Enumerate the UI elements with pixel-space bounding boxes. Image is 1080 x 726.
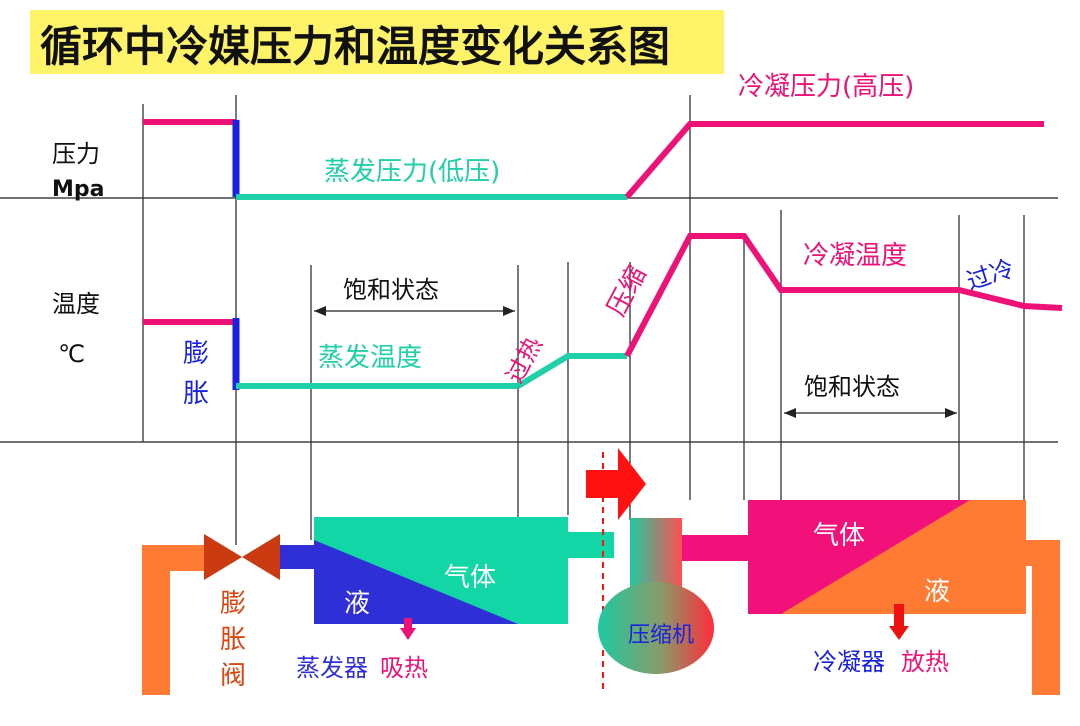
compression-condensing-temperature-line [624,233,1063,358]
evaporating-temperature-label: 蒸发温度 [318,343,422,373]
temperature-unit-label: ℃ [58,340,85,368]
expansion-label-2: 胀 [183,379,209,409]
pressure-axis-label: 压力 [52,140,100,168]
evaporator-gas-label: 气体 [444,563,496,593]
condensing-pressure-label: 冷凝压力(高压) [738,72,914,102]
evaporator-label: 蒸发器 [296,654,368,682]
condensing-temperature-label: 冷凝温度 [803,241,907,271]
saturation-range-right: 饱和状态 [784,373,957,418]
saturation-range-left: 饱和状态 [314,276,515,316]
expansion-valve-icon [204,534,280,580]
refrigerant-pipes [142,532,1060,695]
saturation-label-left: 饱和状态 [343,276,439,304]
pressure-unit-label: Mpa [52,177,105,202]
evaporator-liquid-label: 液 [344,589,370,619]
compression-label: 压缩 [602,261,653,321]
evaporator-box [314,517,568,624]
evaporating-pressure-label: 蒸发压力(低压) [324,157,500,187]
condenser-label: 冷凝器 [813,648,885,676]
condenser-box [748,500,1026,614]
condenser-heat-label: 放热 [901,648,949,676]
saturation-label-right: 饱和状态 [804,373,900,401]
subcool-label: 过冷 [963,254,1017,295]
heat-release-arrow-icon [889,604,909,640]
expansion-label-1: 膨 [183,339,209,369]
compressor-label: 压缩机 [628,623,694,648]
temperature-axis-label: 温度 [52,290,100,318]
heat-absorb-arrow-icon [400,618,416,640]
evaporator-heat-label: 吸热 [380,654,428,682]
superheat-label: 过热 [501,332,548,388]
condensing-pressure-line [624,121,1044,199]
compressor-icon [598,518,714,674]
page-title: 循环中冷媒压力和温度变化关系图 [40,22,670,71]
flow-direction-arrow-icon [586,448,646,520]
condenser-liquid-label: 液 [924,577,950,607]
expansion-valve-label-2: 胀 [220,625,246,655]
expansion-valve-label-1: 膨 [220,589,246,619]
superheat-temperature-line [516,353,627,389]
expansion-valve-label-3: 阀 [220,661,246,691]
condenser-gas-label: 气体 [813,521,865,551]
title-background [30,10,724,74]
